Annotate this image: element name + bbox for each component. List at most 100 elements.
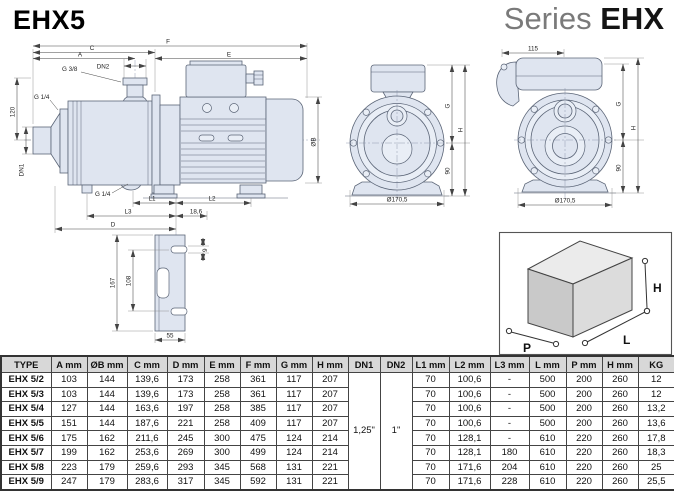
dim-label-DN2: DN2 xyxy=(97,63,110,70)
value-cell: 260 xyxy=(601,415,639,432)
value-cell: 70 xyxy=(411,459,450,476)
value-cell: - xyxy=(489,430,530,446)
value-cell: 70 xyxy=(411,474,450,491)
dim-label-H-front2: H xyxy=(631,125,638,130)
value-cell: 180 xyxy=(489,444,530,461)
pump-front-view: G 90 H Ø170,5 xyxy=(345,64,470,207)
column-header: E mm xyxy=(203,355,241,373)
value-cell: 100,6 xyxy=(448,386,491,403)
value-cell: 70 xyxy=(411,415,450,432)
dim-label-G-front1: G xyxy=(445,103,452,108)
dim-label-G14-top: G 1/4 xyxy=(34,94,50,101)
column-header: D mm xyxy=(166,355,205,373)
value-cell: 12 xyxy=(637,386,674,403)
value-cell: 269 xyxy=(166,444,205,461)
type-cell: EHX 5/2 xyxy=(0,372,52,388)
value-cell: 144 xyxy=(86,401,128,417)
value-cell: 610 xyxy=(528,474,567,491)
value-cell: - xyxy=(489,386,530,403)
value-cell: 70 xyxy=(411,430,450,446)
technical-drawings: F C A E DN2 G 3/8 G 1/4 xyxy=(10,39,673,356)
value-cell: 610 xyxy=(528,459,567,476)
value-cell: 500 xyxy=(528,386,567,403)
value-cell: 568 xyxy=(239,459,277,476)
value-cell: 131 xyxy=(275,474,313,491)
value-cell: 103 xyxy=(50,386,88,403)
column-header: DN1 xyxy=(347,355,381,373)
column-header: A mm xyxy=(50,355,88,373)
value-cell: 253,6 xyxy=(126,444,168,461)
column-header: F mm xyxy=(239,355,277,373)
foot-plate-view: 167 108 9 55 xyxy=(110,232,209,343)
value-cell: 179 xyxy=(86,474,128,491)
value-cell: 228 xyxy=(489,474,530,491)
value-cell: 100,6 xyxy=(448,401,491,417)
box-label-H: H xyxy=(653,281,662,295)
value-cell: 345 xyxy=(203,474,241,491)
column-header: L2 mm xyxy=(448,355,491,373)
dim-label-55: 55 xyxy=(166,333,174,340)
value-cell: 221 xyxy=(311,474,349,491)
value-cell: 500 xyxy=(528,401,567,417)
value-cell: 144 xyxy=(86,386,128,403)
value-cell: 500 xyxy=(528,415,567,432)
value-cell: 70 xyxy=(411,372,450,388)
value-cell: 245 xyxy=(166,430,205,446)
packaging-box-diagram: P L H xyxy=(498,231,673,356)
column-header: ØB mm xyxy=(86,355,128,373)
type-cell: EHX 5/8 xyxy=(0,459,52,476)
value-cell: 361 xyxy=(239,386,277,403)
value-cell: 258 xyxy=(203,386,241,403)
dim-label-90-front2: 90 xyxy=(616,164,623,172)
column-header: H mm xyxy=(311,355,349,373)
dim-label-L1: L1 xyxy=(148,196,156,203)
value-cell: 220 xyxy=(565,444,603,461)
value-cell: 151 xyxy=(50,415,88,432)
value-cell: 70 xyxy=(411,386,450,403)
value-cell: 200 xyxy=(565,386,603,403)
value-cell: 260 xyxy=(601,372,639,388)
value-cell: 260 xyxy=(601,459,639,476)
dim-label-E: E xyxy=(227,51,231,58)
value-cell: 220 xyxy=(565,459,603,476)
value-cell: 211,6 xyxy=(126,430,168,446)
dim-label-108: 108 xyxy=(126,275,133,286)
value-cell: 207 xyxy=(311,386,349,403)
dim-label-90-front1: 90 xyxy=(445,167,452,175)
series-title-name: EHX xyxy=(600,1,664,36)
value-cell: 247 xyxy=(50,474,88,491)
type-cell: EHX 5/3 xyxy=(0,386,52,403)
value-cell: 131 xyxy=(275,459,313,476)
value-cell: 70 xyxy=(411,444,450,461)
value-cell: 258 xyxy=(203,372,241,388)
value-cell: 197 xyxy=(166,401,205,417)
value-cell: 103 xyxy=(50,372,88,388)
value-cell: 117 xyxy=(275,415,313,432)
value-cell: 163,6 xyxy=(126,401,168,417)
value-cell: 117 xyxy=(275,386,313,403)
dim-label-dia-front2: Ø170,5 xyxy=(555,198,576,205)
value-cell: 124 xyxy=(275,430,313,446)
value-cell: 361 xyxy=(239,372,277,388)
value-cell: 162 xyxy=(86,444,128,461)
value-cell: 100,6 xyxy=(448,415,491,432)
dim-label-115: 115 xyxy=(528,46,539,53)
value-cell: 204 xyxy=(489,459,530,476)
dim-label-G38: G 3/8 xyxy=(62,66,78,73)
value-cell: 124 xyxy=(275,444,313,461)
value-cell: 300 xyxy=(203,430,241,446)
dim-label-167: 167 xyxy=(110,277,117,288)
value-cell: 171,6 xyxy=(448,459,491,476)
column-header: L1 mm xyxy=(411,355,450,373)
value-cell: 221 xyxy=(311,459,349,476)
value-cell: 173 xyxy=(166,372,205,388)
